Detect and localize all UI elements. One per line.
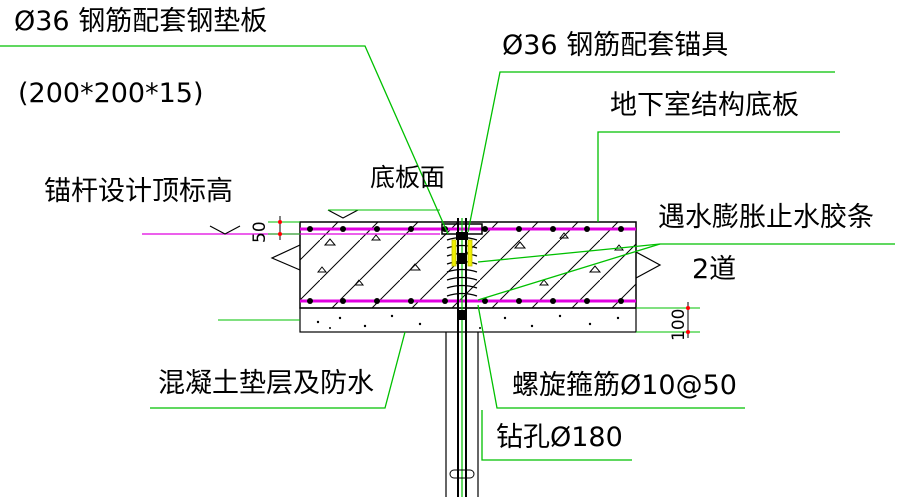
break-right [635, 251, 662, 279]
waterstop-strips [451, 239, 473, 267]
anchor-rod [441, 218, 483, 497]
leader-anchor [467, 71, 835, 233]
leader-hole [481, 410, 632, 461]
leader-lines [0, 45, 895, 461]
leader-cushion [150, 331, 406, 409]
label-cushion: 混凝土垫层及防水 [158, 368, 374, 399]
label-waterstop-count: 2道 [692, 254, 736, 285]
break-left [270, 244, 301, 271]
label-anchor-top: 锚杆设计顶标高 [44, 176, 233, 207]
label-slab: 地下室结构底板 [610, 90, 799, 121]
label-anchor: Ø36 钢筋配套锚具 [502, 30, 728, 61]
label-dim-top: 50 [250, 221, 270, 243]
leader-plate [0, 45, 449, 235]
label-stirrup: 螺旋箍筋Ø10@50 [512, 370, 737, 401]
cushion-layer [299, 307, 637, 333]
leader-stirrup [477, 304, 745, 409]
label-plate: Ø36 钢筋配套钢垫板 [14, 6, 267, 37]
leader-slab [597, 131, 840, 222]
label-plate-size: (200*200*15) [18, 78, 204, 109]
dim-marks [218, 216, 700, 338]
label-dim-bottom: 100 [669, 309, 689, 341]
centralizer [449, 469, 475, 479]
leader-waterstop-2 [477, 243, 661, 301]
label-hole: 钻孔Ø180 [496, 422, 623, 453]
label-waterstop: 遇水膨胀止水胶条 [658, 202, 874, 233]
label-slab-face: 底板面 [370, 163, 445, 192]
